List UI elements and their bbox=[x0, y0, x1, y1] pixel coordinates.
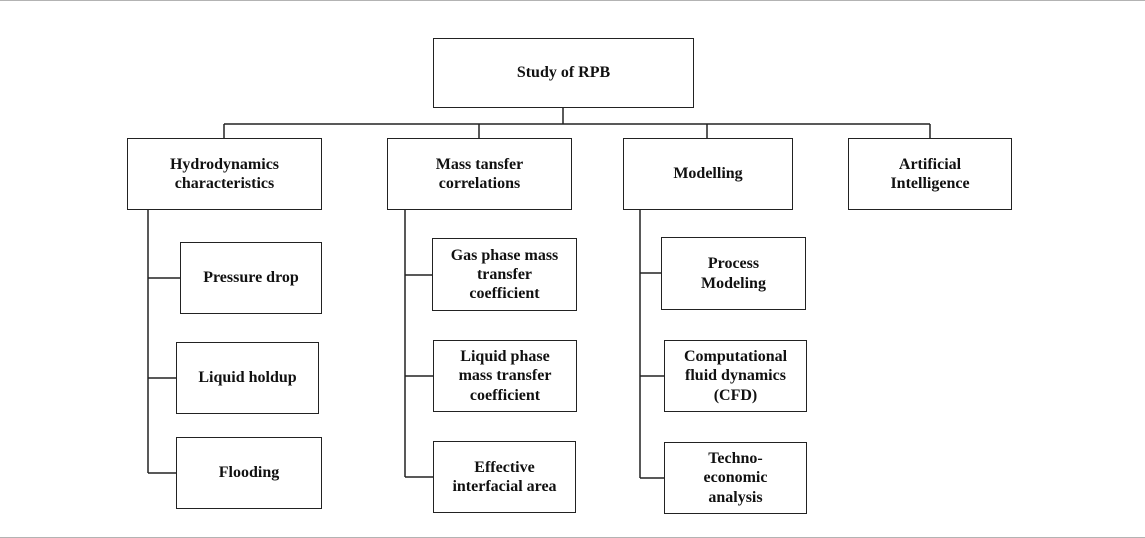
leaf-liquid-phase-coefficient: Liquid phase mass transfer coefficient bbox=[433, 340, 577, 412]
root-node: Study of RPB bbox=[433, 38, 694, 108]
branch-mass-transfer: Mass tansfer correlations bbox=[387, 138, 572, 210]
leaf-process-modeling: Process Modeling bbox=[661, 237, 806, 310]
leaf-cfd: Computational fluid dynamics (CFD) bbox=[664, 340, 807, 412]
leaf-gas-phase-coefficient: Gas phase mass transfer coefficient bbox=[432, 238, 577, 311]
branch-modelling: Modelling bbox=[623, 138, 793, 210]
leaf-liquid-holdup: Liquid holdup bbox=[176, 342, 319, 414]
leaf-pressure-drop: Pressure drop bbox=[180, 242, 322, 314]
leaf-techno-economic-analysis: Techno- economic analysis bbox=[664, 442, 807, 514]
branch-artificial-intelligence: Artificial Intelligence bbox=[848, 138, 1012, 210]
top-border-line bbox=[0, 0, 1145, 1]
leaf-flooding: Flooding bbox=[176, 437, 322, 509]
branch-hydrodynamics: Hydrodynamics characteristics bbox=[127, 138, 322, 210]
leaf-effective-interfacial-area: Effective interfacial area bbox=[433, 441, 576, 513]
